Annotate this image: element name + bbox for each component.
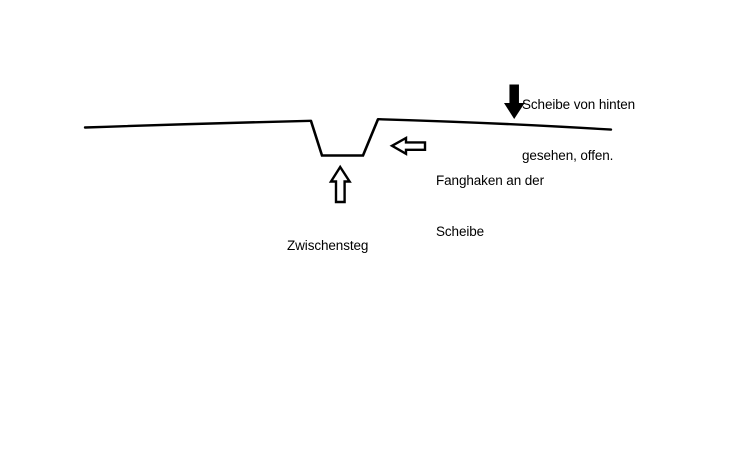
down-arrow-icon [503,84,525,120]
annotation-zwischensteg: Zwischensteg [287,203,368,288]
fanghaken-trapezoid [309,118,380,157]
up-arrow-icon [328,164,352,204]
left-arrow-icon [389,135,427,156]
scheibe-outline-curve-left [83,119,313,129]
annotation-fanghaken-line1: Fanghaken an der [436,173,544,188]
annotation-fanghaken-line2: Scheibe [436,224,485,239]
annotation-fanghaken-an-der-scheibe: Fanghaken an der Scheibe [436,138,544,274]
annotation-scheibe-von-hinten: Scheibe von hinten gesehen, offen. [522,62,635,198]
annotation-scheibe-von-hinten-line2: gesehen, offen. [522,148,614,163]
scheibe-outline-curve-right [376,118,613,131]
annotation-zwischensteg-line1: Zwischensteg [287,238,369,253]
annotation-scheibe-von-hinten-line1: Scheibe von hinten [522,97,636,112]
